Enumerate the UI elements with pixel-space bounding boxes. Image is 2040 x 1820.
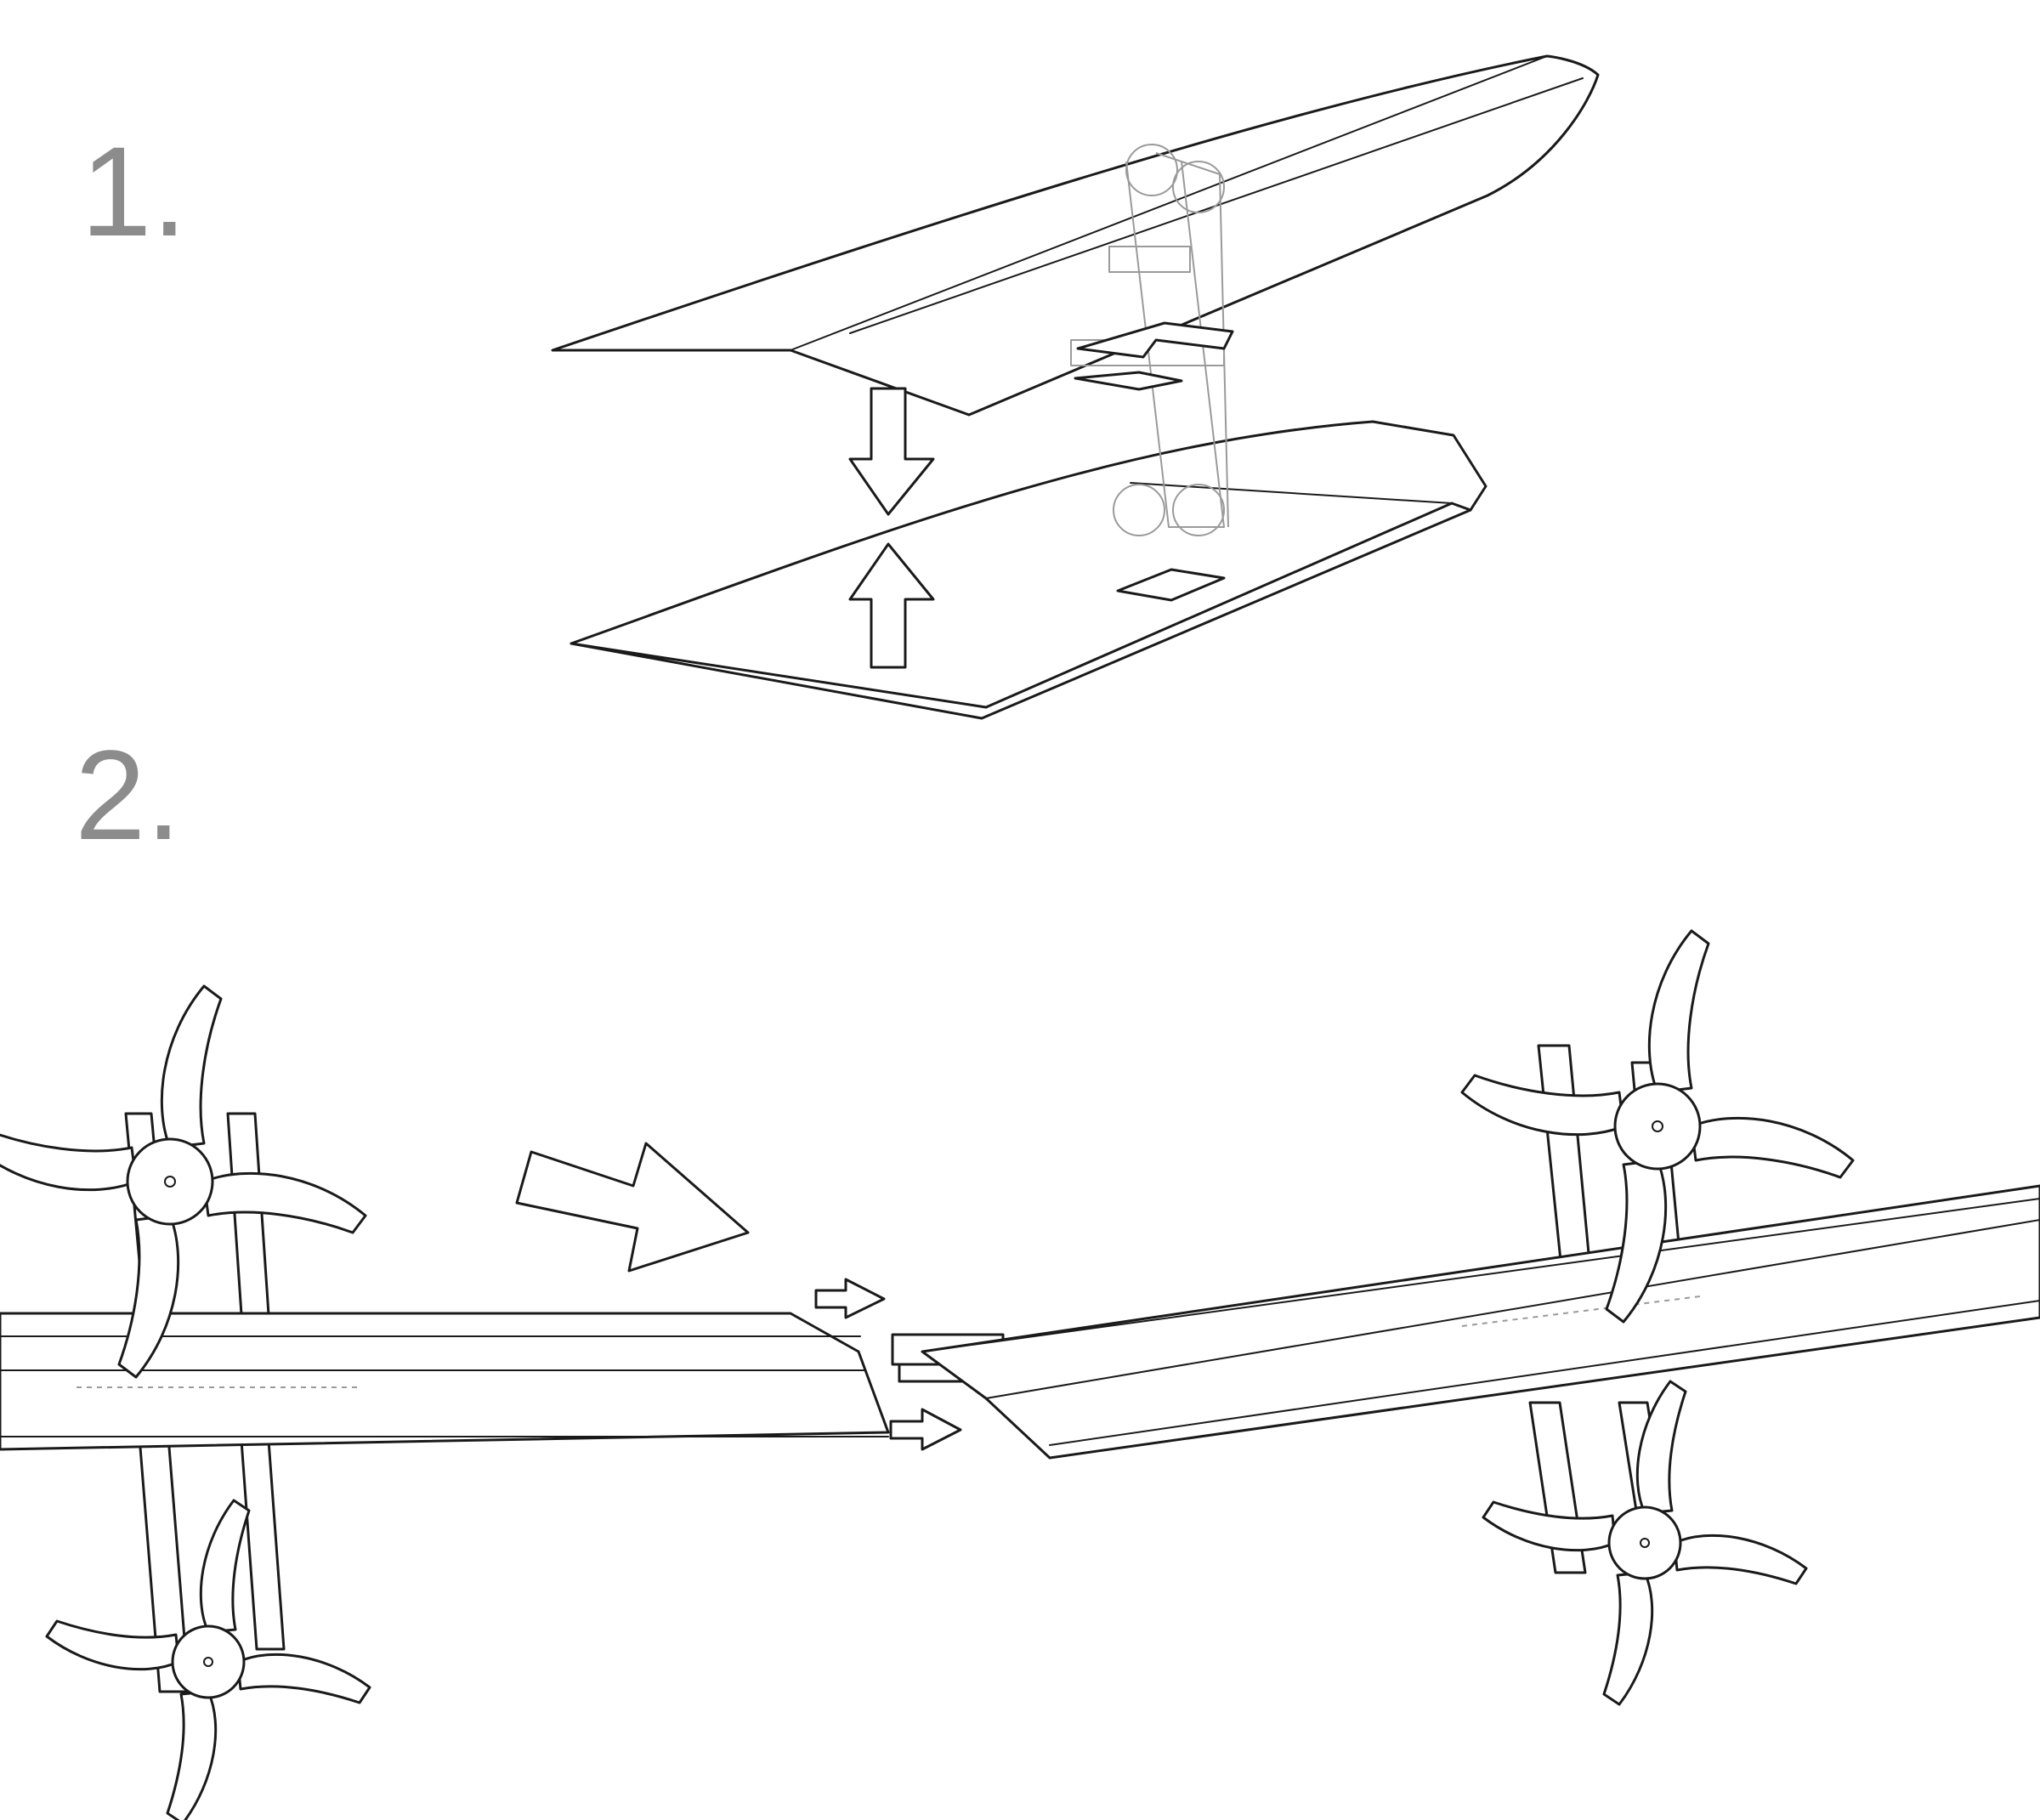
- arrow-right-small-icon: [814, 1278, 886, 1319]
- arrow-right-large-icon: [515, 1142, 750, 1273]
- arrow-down-icon: [848, 387, 935, 516]
- step-2-label: 2.: [75, 723, 182, 866]
- upper-wing-panel: [551, 54, 1600, 417]
- arrow-right-small-icon: [889, 1408, 962, 1451]
- step-1-illustration: [551, 54, 1600, 720]
- left-wing-assembly: [0, 984, 890, 1820]
- right-wing-assembly: [921, 929, 2040, 1706]
- step-1-label: 1.: [81, 120, 188, 263]
- bracket-tab-lower: [1074, 371, 1183, 391]
- bracket-tab-upper: [1076, 321, 1234, 359]
- arrow-up-icon: [848, 542, 935, 669]
- motor-slot: [1116, 568, 1226, 602]
- step-2-illustration: [0, 929, 2040, 1820]
- lower-wing-panel: [570, 420, 1488, 720]
